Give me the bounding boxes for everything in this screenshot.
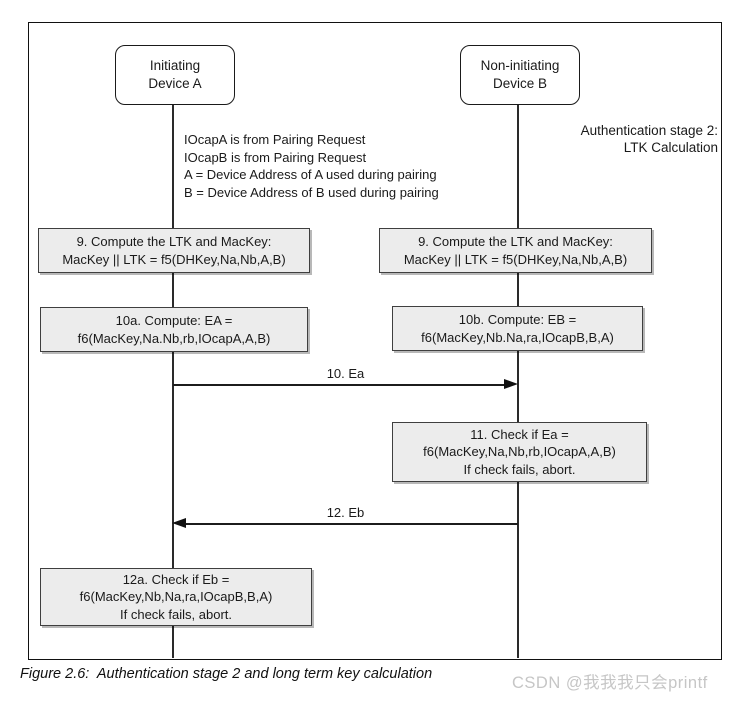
device-b-label-line2: Device B: [492, 76, 548, 91]
process-box-line: f6(MacKey,Nb.Na,ra,IOcapB,B,A): [421, 329, 614, 345]
process-box-10a: 10a. Compute: EA = f6(MacKey,Na.Nb,rb,IO…: [40, 307, 308, 352]
lifeline-device-a: [172, 103, 174, 658]
message-12-eb-line: [186, 523, 518, 525]
message-10-ea-label: 10. Ea: [326, 366, 365, 381]
note-line: A = Device Address of A used during pair…: [184, 167, 437, 183]
device-a-box: Initiating Device A: [115, 45, 235, 105]
arrow-right-icon: [504, 379, 518, 389]
note-line: IOcapA is from Pairing Request: [184, 132, 366, 147]
note-line: B = Device Address of B used during pair…: [184, 185, 439, 201]
csdn-watermark: CSDN @我我我只会printf: [512, 674, 708, 692]
process-box-line: 9. Compute the LTK and MacKey:: [418, 234, 613, 249]
message-12-eb-label: 12. Eb: [326, 505, 365, 520]
stage-label-line1: Authentication stage 2:: [580, 123, 718, 138]
process-box-line: MacKey || LTK = f5(DHKey,Na,Nb,A,B): [403, 251, 628, 267]
device-b-box: Non-initiating Device B: [460, 45, 580, 105]
process-box-10b: 10b. Compute: EB = f6(MacKey,Nb.Na,ra,IO…: [392, 306, 643, 351]
device-a-label-line1: Initiating: [149, 58, 201, 73]
process-box-line: If check fails, abort.: [463, 461, 576, 477]
message-10-ea-line: [173, 384, 506, 386]
process-box-line: 11. Check if Ea =: [470, 426, 569, 442]
process-box-line: 10a. Compute: EA =: [115, 313, 233, 328]
process-box-line: f6(MacKey,Nb,Na,ra,IOcapB,B,A): [79, 589, 273, 605]
process-box-line: 12a. Check if Eb =: [122, 571, 230, 587]
process-box-12a: 12a. Check if Eb = f6(MacKey,Nb,Na,ra,IO…: [40, 568, 312, 626]
stage-label-line2: LTK Calculation: [623, 140, 718, 155]
process-box-line: 9. Compute the LTK and MacKey:: [76, 234, 272, 249]
arrow-left-icon: [172, 518, 186, 528]
pairing-notes: IOcapA is from Pairing Request IOcapB is…: [184, 131, 439, 202]
process-box-line: MacKey || LTK = f5(DHKey,Na,Nb,A,B): [62, 251, 286, 267]
process-box-line: 10b. Compute: EB =: [458, 312, 577, 327]
figure-caption: Figure 2.6: Authentication stage 2 and l…: [20, 666, 433, 682]
device-a-label-line2: Device A: [148, 76, 202, 91]
process-box-line: f6(MacKey,Na.Nb,rb,IOcapA,A,B): [77, 330, 271, 346]
note-line: IOcapB is from Pairing Request: [184, 149, 367, 165]
stage-label: Authentication stage 2: LTK Calculation: [581, 122, 718, 156]
device-b-label-line1: Non-initiating: [480, 58, 560, 73]
process-box-9-left: 9. Compute the LTK and MacKey: MacKey ||…: [38, 228, 310, 273]
process-box-9-right: 9. Compute the LTK and MacKey: MacKey ||…: [379, 228, 652, 273]
process-box-line: If check fails, abort.: [120, 606, 232, 622]
process-box-11: 11. Check if Ea = f6(MacKey,Na,Nb,rb,IOc…: [392, 422, 647, 482]
process-box-line: f6(MacKey,Na,Nb,rb,IOcapA,A,B): [423, 444, 616, 460]
